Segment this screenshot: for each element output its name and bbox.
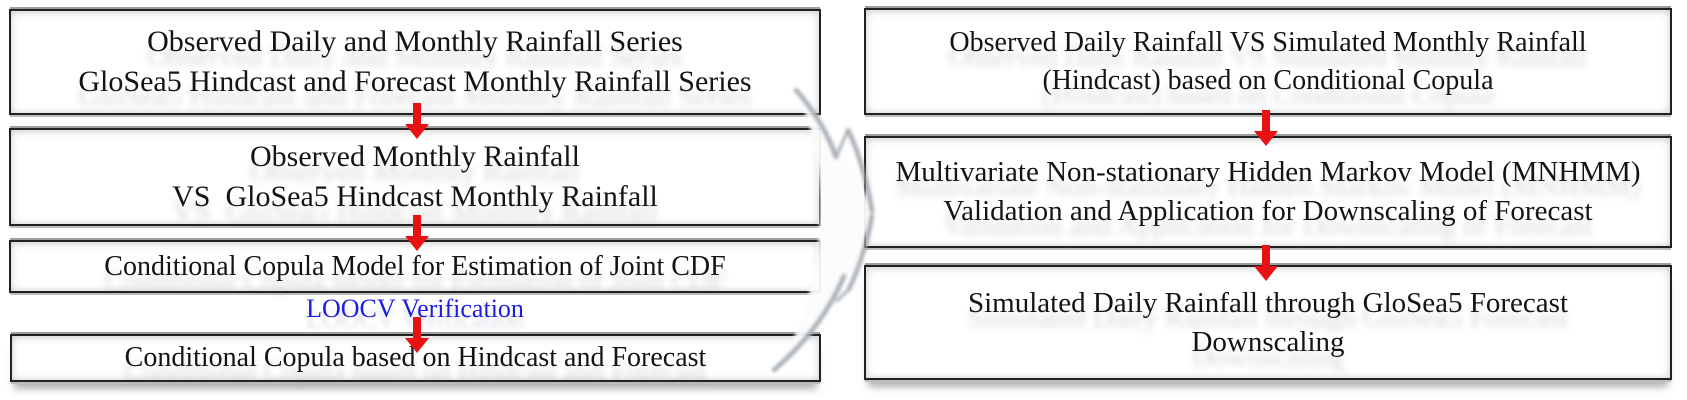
arrow-head — [1254, 131, 1278, 146]
arrow-head — [405, 236, 429, 251]
box-text-line: Validation and Application for Downscali… — [943, 195, 1593, 227]
flow-box-observed-and-glosea5-series: Observed Daily and Monthly Rainfall Seri… — [9, 9, 821, 115]
red-down-arrow — [1254, 245, 1278, 281]
flow-box-simulated-daily-rainfall: Simulated Daily Rainfall through GloSea5… — [864, 265, 1672, 380]
arrow-head — [405, 338, 429, 353]
red-down-arrow — [405, 317, 429, 353]
box-text-line: Simulated Daily Rainfall through GloSea5… — [967, 286, 1569, 319]
arrow-stem — [413, 103, 421, 125]
red-down-arrow — [405, 103, 429, 139]
red-down-arrow — [405, 215, 429, 251]
flow-box-observed-vs-hindcast: Observed Monthly Rainfall VS GloSea5 Hin… — [9, 128, 821, 226]
box-text-line: Multivariate Non-stationary Hidden Marko… — [895, 156, 1641, 189]
arrow-head — [1254, 266, 1278, 281]
box-text-line: Conditional Copula Model for Estimation … — [104, 250, 726, 282]
arrow-stem — [413, 215, 421, 237]
box-text-line: Observed Daily and Monthly Rainfall Seri… — [147, 24, 683, 58]
arrow-stem — [413, 317, 421, 339]
box-text-line: Observed Monthly Rainfall — [250, 139, 580, 173]
red-down-arrow — [1254, 110, 1278, 146]
box-text-line: (Hindcast) based on Conditional Copula — [1042, 64, 1494, 96]
box-text-line: Observed Daily Rainfall VS Simulated Mon… — [949, 26, 1587, 58]
flow-box-mnhmm: Multivariate Non-stationary Hidden Marko… — [864, 136, 1672, 248]
arrow-stem — [1262, 245, 1270, 267]
arrow-head — [405, 124, 429, 139]
flow-box-observed-vs-simulated: Observed Daily Rainfall VS Simulated Mon… — [864, 8, 1672, 115]
box-text-line: GloSea5 Hindcast and Forecast Monthly Ra… — [78, 65, 752, 98]
box-text-line: Downscaling — [1191, 325, 1345, 358]
box-text-line: VS GloSea5 Hindcast Monthly Rainfall — [172, 180, 658, 213]
arrow-stem — [1262, 110, 1270, 132]
